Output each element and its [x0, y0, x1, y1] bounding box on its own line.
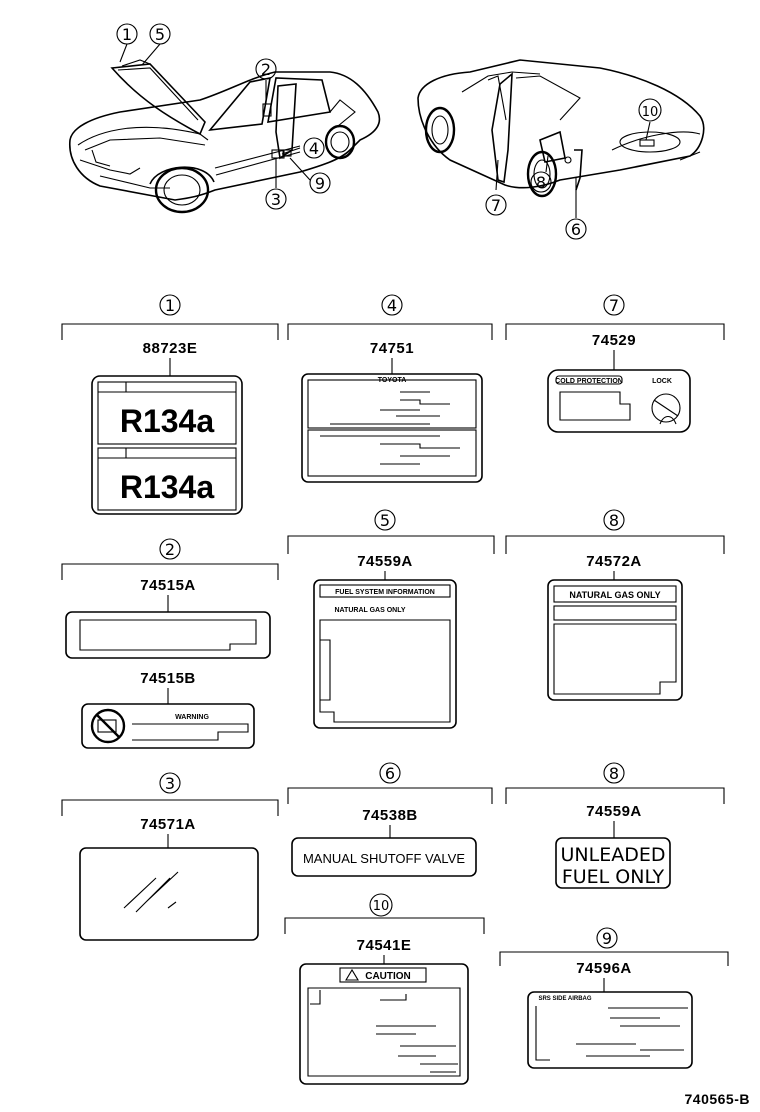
section-9: 9 74596A SRS SIDE AIRBAG	[499, 927, 729, 1069]
front-car-illustration	[69, 43, 381, 214]
callout-2: 2	[261, 60, 271, 79]
section-number: 4	[387, 296, 397, 315]
part-number: 74596A	[576, 960, 632, 977]
lock-text: LOCK	[652, 378, 672, 385]
fuel-only-text: FUEL ONLY	[562, 866, 665, 888]
part-number: 88723E	[143, 340, 198, 357]
part-number: 74559A	[357, 553, 413, 570]
callout-1: 1	[122, 25, 132, 44]
callout-3: 3	[271, 190, 281, 209]
section-2: 2 74515A 74515B WARNING	[61, 538, 279, 749]
section-number: 6	[385, 764, 395, 783]
part-number: 74559A	[586, 803, 642, 820]
section-5: 5 74559A FUEL SYSTEM INFORMATION NATURAL…	[287, 509, 495, 729]
srs-airbag-text: SRS SIDE AIRBAG	[538, 996, 591, 1002]
unleaded-text: UNLEADED	[561, 844, 666, 866]
section-number: 1	[165, 296, 175, 315]
rear-car-illustration	[417, 59, 705, 218]
fuel-system-info-text: FUEL SYSTEM INFORMATION	[335, 589, 435, 596]
diagram-code: 740565-B	[685, 1091, 751, 1107]
caution-text: CAUTION	[365, 971, 411, 982]
car-callouts: 1 5 2 4 3 9 10 7 8 6	[116, 23, 662, 240]
callout-5: 5	[155, 25, 165, 44]
section-number: 8	[609, 511, 619, 530]
callout-8: 8	[536, 173, 546, 192]
callout-7: 7	[491, 196, 501, 215]
section-3: 3 74571A	[61, 772, 279, 941]
section-8a: 8 74572A NATURAL GAS ONLY	[505, 509, 725, 701]
section-number: 8	[609, 764, 619, 783]
part-number: 74572A	[586, 553, 642, 570]
section-6: 6 74538B MANUAL SHUTOFF VALVE	[287, 762, 493, 877]
callout-10: 10	[642, 105, 659, 120]
manual-shutoff-valve-text: MANUAL SHUTOFF VALVE	[303, 851, 465, 866]
toyota-text: TOYOTA	[378, 377, 407, 384]
part-number-a: 74515A	[140, 577, 196, 594]
cold-protection-text: COLD PROTECTION	[555, 378, 623, 385]
part-number: 74529	[592, 332, 636, 349]
r134a-text-top: R134a	[120, 403, 215, 439]
section-7: 7 74529 COLD PROTECTION LOCK	[505, 294, 725, 433]
section-number: 10	[373, 899, 390, 914]
section-4: 4 74751 TOYOTA	[287, 294, 493, 483]
warning-text: WARNING	[175, 714, 209, 721]
section-10: 10 74541E CAUTION	[284, 893, 485, 1085]
section-number: 5	[380, 511, 390, 530]
part-number-b: 74515B	[140, 670, 196, 687]
section-8b: 8 74559A UNLEADED FUEL ONLY	[505, 762, 725, 889]
section-1: 1 88723E R134a R134a	[61, 294, 279, 515]
part-number: 74541E	[357, 937, 412, 954]
natural-gas-only-text: NATURAL GAS ONLY	[334, 607, 405, 614]
callout-4: 4	[309, 139, 319, 158]
part-number: 74571A	[140, 816, 196, 833]
callout-6: 6	[571, 220, 581, 239]
part-number: 74538B	[362, 807, 418, 824]
section-number: 3	[165, 774, 175, 793]
section-number: 7	[609, 296, 619, 315]
section-number: 9	[602, 929, 612, 948]
natural-gas-only-text: NATURAL GAS ONLY	[569, 590, 660, 600]
r134a-text-bottom: R134a	[120, 469, 215, 505]
part-number: 74751	[370, 340, 414, 357]
section-number: 2	[165, 540, 175, 559]
callout-9: 9	[315, 174, 325, 193]
